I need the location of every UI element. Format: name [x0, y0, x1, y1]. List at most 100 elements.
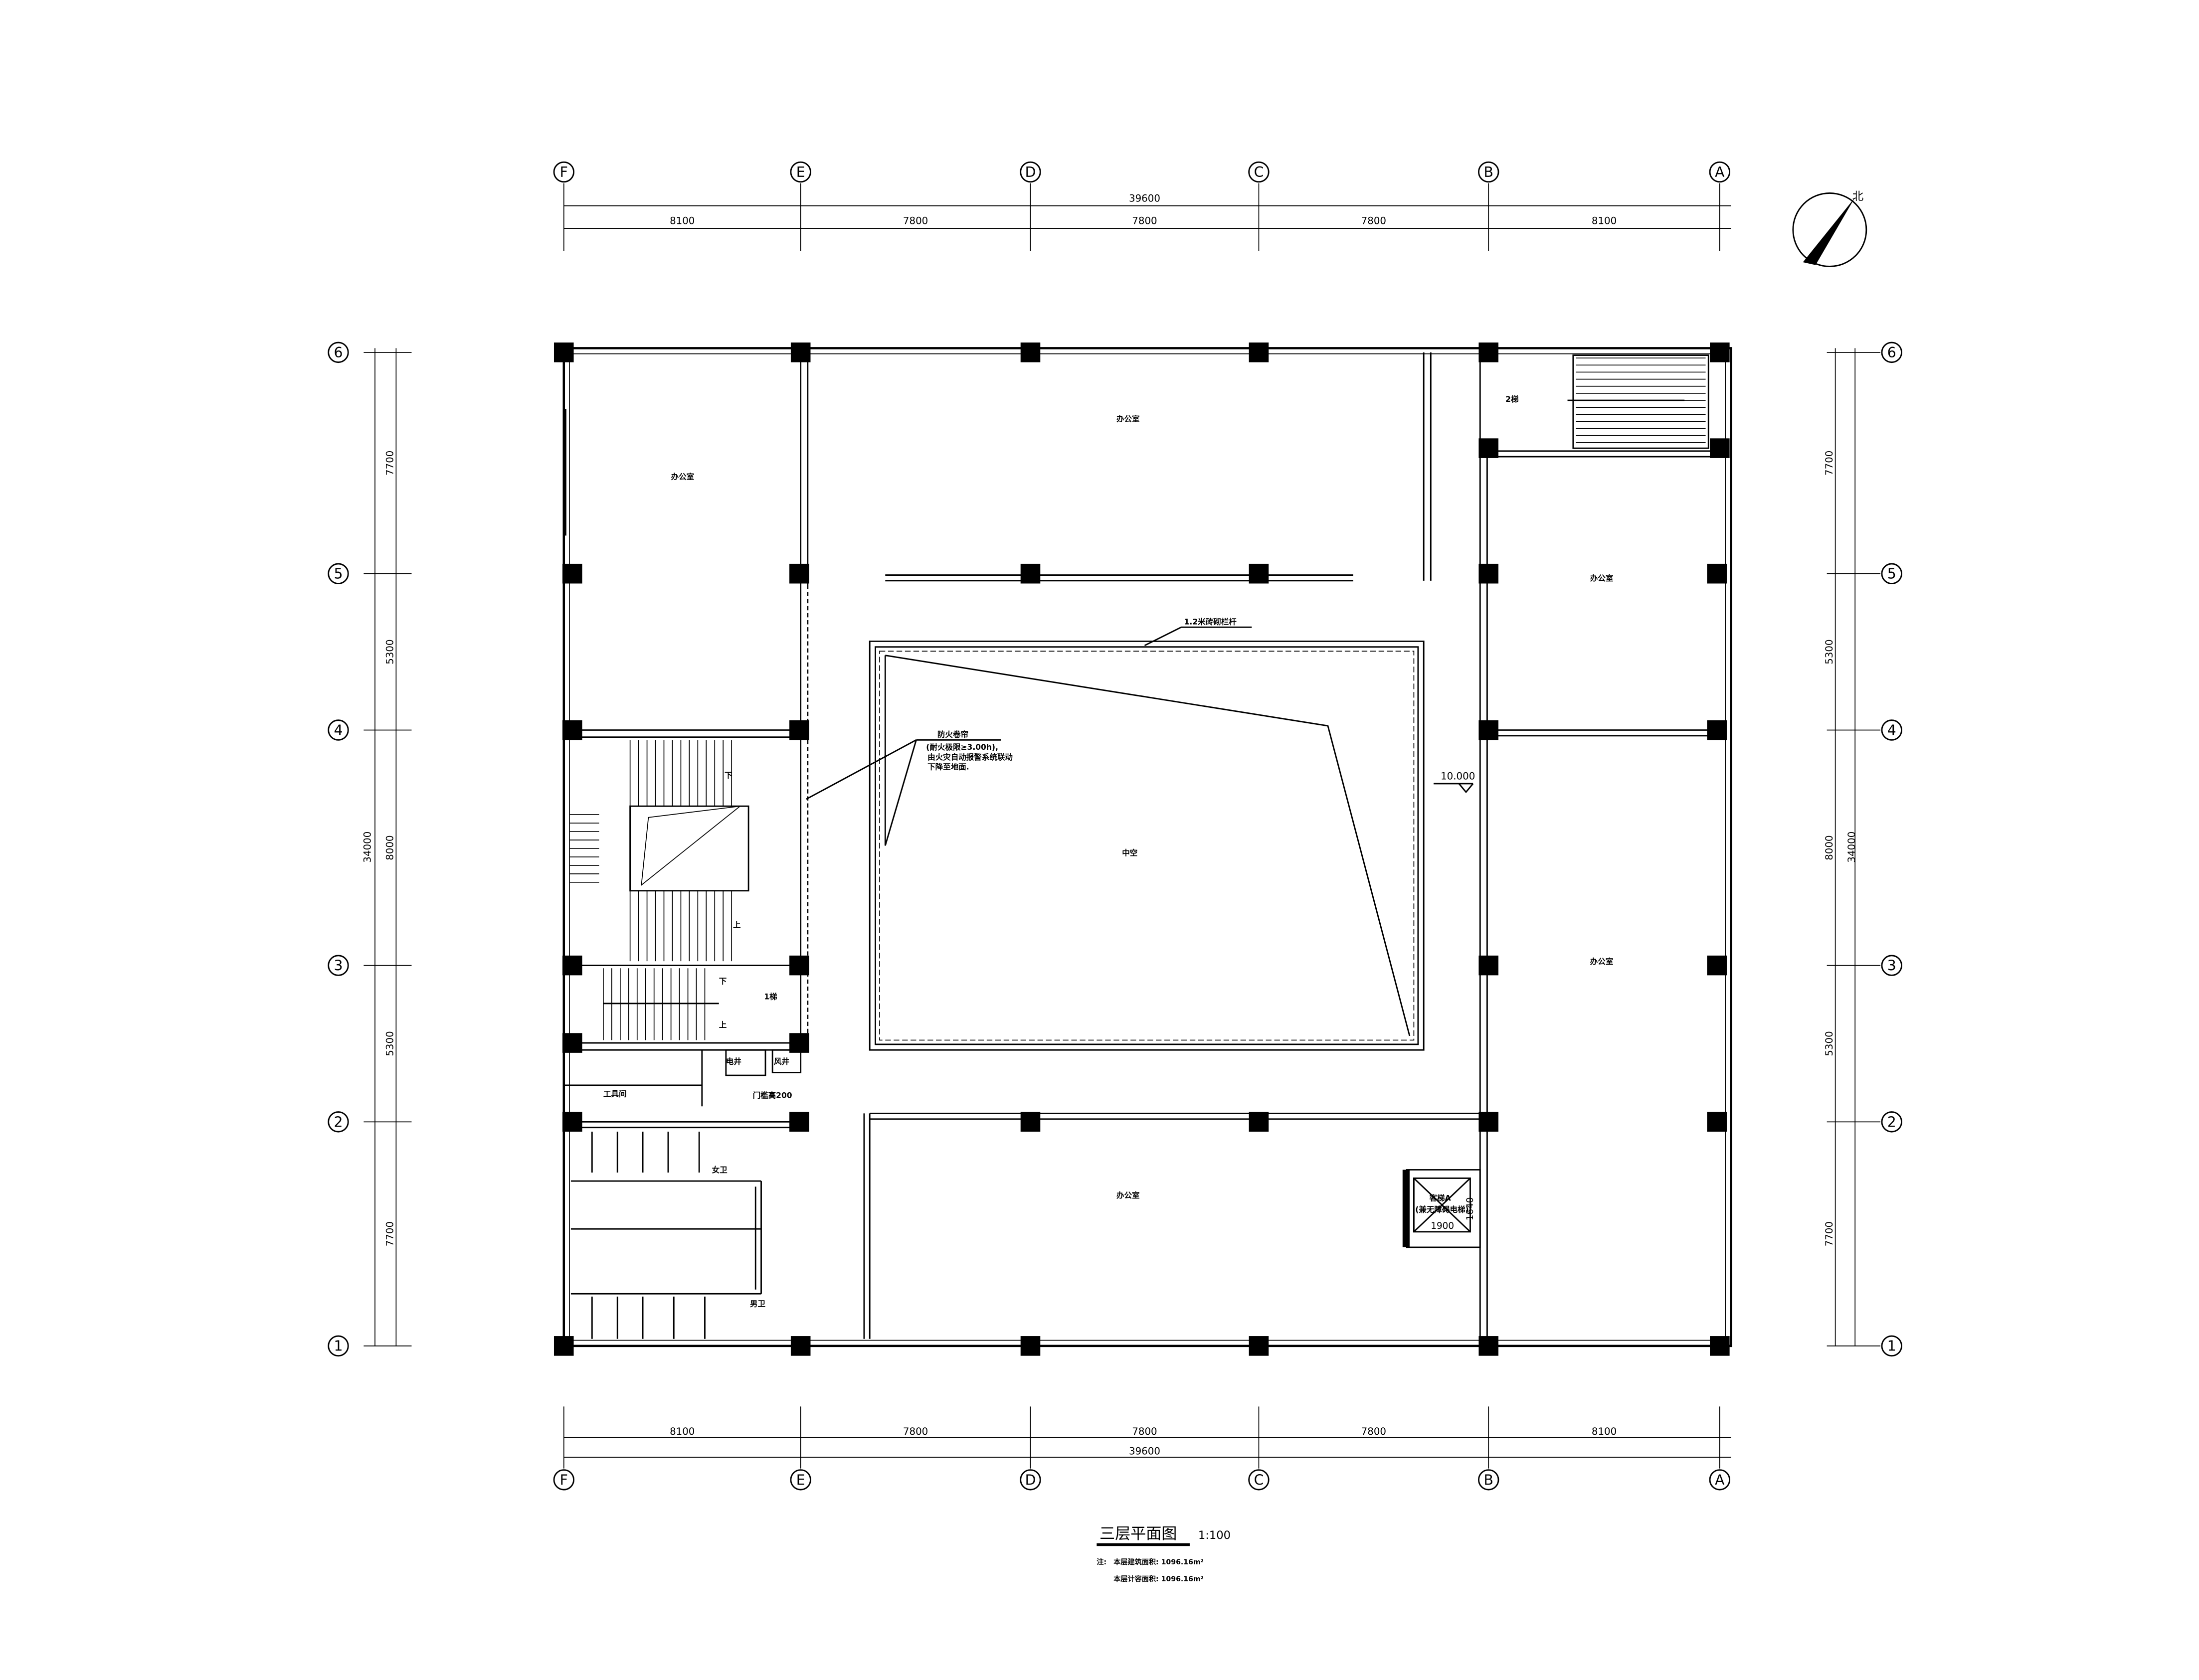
dim-seg-bottom: 7800	[903, 1426, 928, 1437]
axis-bubble-E	[790, 161, 811, 183]
exterior-walls	[562, 347, 1732, 1347]
dim-total-bottom: 39600	[1129, 1446, 1160, 1457]
dim-seg-bottom: 8100	[1592, 1426, 1617, 1437]
axis-label-3: 3	[334, 957, 343, 974]
room-mens-wc: 男卫	[750, 1300, 766, 1309]
axis-bubble-1	[328, 1335, 349, 1357]
axis-label-D: D	[1025, 164, 1036, 180]
interior-walls	[563, 352, 1720, 1346]
room-elec-shaft: 电井	[726, 1056, 741, 1066]
axis-bubble-3	[328, 955, 349, 976]
axis-bubble-E	[790, 1469, 811, 1491]
axis-label-3: 3	[1887, 957, 1896, 974]
elevator-width: 1900	[1431, 1221, 1454, 1231]
axis-bubble-1	[1881, 1335, 1902, 1357]
dim-seg-left: 5300	[384, 1031, 396, 1056]
axis-bubble-3	[1881, 955, 1902, 976]
column	[1478, 1112, 1499, 1132]
dim-seg-top: 8100	[670, 215, 695, 227]
axis-label-4: 4	[1887, 722, 1896, 738]
axis-grid: FFEEDDCCBBAA3960039600810081007800780078…	[328, 161, 1902, 1491]
axis-label-2: 2	[334, 1114, 343, 1130]
axis-label-A: A	[1715, 1472, 1725, 1488]
column	[1707, 955, 1727, 976]
fire-shutter-title: 防火卷帘	[937, 730, 968, 739]
stair-up-label: 上	[733, 920, 741, 929]
axis-bubble-2	[1881, 1111, 1902, 1133]
stair-treads	[569, 357, 1706, 1040]
axis-label-F: F	[560, 1472, 568, 1488]
axis-label-2: 2	[1887, 1114, 1896, 1130]
axis-bubble-A	[1709, 1469, 1731, 1491]
axis-label-1: 1	[1887, 1338, 1896, 1354]
room-office-s: 办公室	[1116, 1190, 1140, 1200]
column	[1020, 342, 1041, 362]
room-office-e: 办公室	[1590, 957, 1614, 966]
axis-bubble-A	[1709, 161, 1731, 183]
dim-seg-left: 8000	[384, 835, 396, 860]
dim-seg-right: 8000	[1824, 835, 1835, 860]
column	[1710, 438, 1730, 458]
stair-down-label-2: 下	[719, 977, 727, 986]
dim-seg-right: 7700	[1824, 1221, 1835, 1246]
column	[1710, 342, 1730, 362]
dim-seg-bottom: 7800	[1132, 1426, 1157, 1437]
room-labels: 办公室 办公室 办公室 办公室 办公室 中空 2梯 1梯 电井 风井 门槛高20…	[603, 394, 1613, 1309]
column	[1707, 1112, 1727, 1132]
dim-seg-top: 7800	[1361, 215, 1386, 227]
axis-bubble-5	[1881, 563, 1902, 584]
fire-shutter-line1: (耐火极限≥3.00h),	[926, 742, 998, 752]
axis-label-E: E	[796, 164, 805, 180]
elevator-depth: 1640	[1465, 1197, 1475, 1221]
stair-up-label-2: 上	[719, 1020, 727, 1029]
fire-shutter-line3: 下降至地面.	[927, 762, 969, 772]
room-stair-1: 1梯	[764, 992, 777, 1001]
elevation-mark: 10.000	[1441, 770, 1475, 782]
axis-bubble-F	[553, 1469, 574, 1491]
axis-label-F: F	[560, 164, 568, 180]
column	[1478, 563, 1499, 584]
axis-bubble-F	[553, 161, 574, 183]
column	[789, 563, 809, 584]
axis-label-4: 4	[334, 722, 343, 738]
column	[1020, 1112, 1041, 1132]
north-label: 北	[1852, 190, 1864, 203]
axis-label-5: 5	[1887, 566, 1896, 582]
axis-label-A: A	[1715, 164, 1725, 180]
dim-seg-left: 7700	[384, 451, 396, 476]
axis-bubble-6	[328, 341, 349, 363]
room-office-ne: 办公室	[1590, 573, 1614, 583]
dim-total-left: 34000	[362, 832, 373, 863]
elevator-name: 客梯A	[1430, 1193, 1451, 1203]
annotations: 1.2米砖砌栏杆 防火卷帘 (耐火极限≥3.00h), 由火灾自动报警系统联动 …	[926, 617, 1475, 1231]
elevator-note: (兼无障碍电梯)	[1415, 1204, 1468, 1214]
axis-bubble-4	[328, 719, 349, 741]
axis-label-E: E	[796, 1472, 805, 1488]
axis-bubble-C	[1248, 161, 1270, 183]
axis-label-B: B	[1484, 164, 1493, 180]
area-building: 本层建筑面积: 1096.16m²	[1113, 1558, 1204, 1566]
room-air-shaft: 风井	[774, 1056, 789, 1066]
axis-label-1: 1	[334, 1338, 343, 1354]
axis-bubble-B	[1478, 161, 1499, 183]
room-office-nw: 办公室	[671, 472, 695, 481]
axis-label-C: C	[1254, 1472, 1264, 1488]
column	[1478, 342, 1499, 362]
column	[1249, 1112, 1269, 1132]
structural-columns	[553, 342, 1730, 1356]
dim-seg-bottom: 8100	[670, 1426, 695, 1437]
room-stair-2: 2梯	[1505, 394, 1519, 404]
drawing-title: 三层平面图	[1100, 1525, 1177, 1543]
dim-seg-top: 7800	[1132, 215, 1157, 227]
dim-total-right: 34000	[1846, 832, 1857, 863]
axis-bubble-2	[328, 1111, 349, 1133]
dim-seg-top: 7800	[903, 215, 928, 227]
column	[1478, 955, 1499, 976]
room-atrium: 中空	[1122, 848, 1137, 857]
dim-seg-bottom: 7800	[1361, 1426, 1386, 1437]
axis-bubble-6	[1881, 341, 1902, 363]
axis-bubble-D	[1020, 161, 1041, 183]
axis-label-6: 6	[1887, 344, 1896, 361]
column	[562, 563, 582, 584]
